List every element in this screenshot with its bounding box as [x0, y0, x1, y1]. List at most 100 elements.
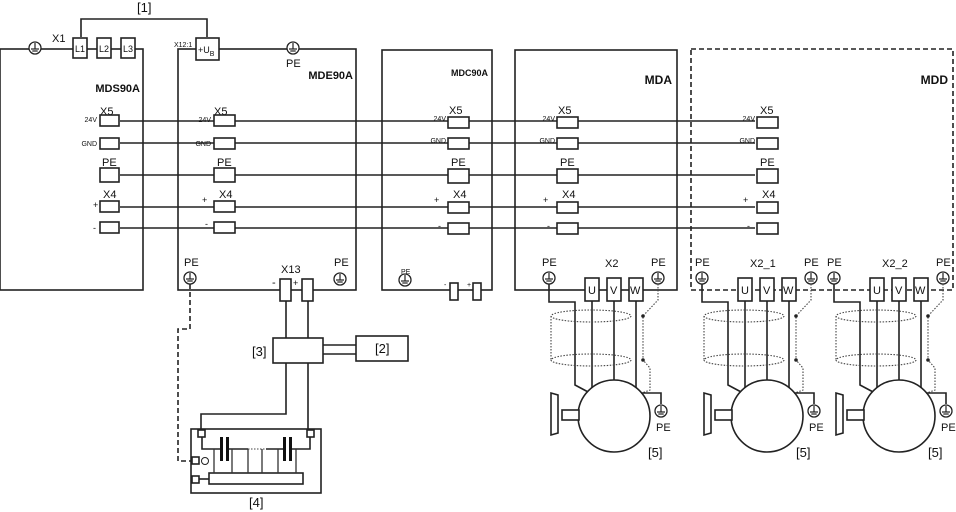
ground-icon	[827, 271, 841, 285]
pe-label: PE	[560, 157, 575, 169]
pe-dashed-wire	[177, 284, 192, 462]
terminal-column-mdc90a: X5 24V GND PE X4 + -	[430, 105, 470, 235]
capacitor-plate	[289, 437, 292, 461]
module-mde90a	[177, 48, 357, 291]
terminal-dc-minus	[213, 221, 236, 234]
terminal-dc-plus	[556, 201, 579, 214]
pe-label: PE	[809, 422, 824, 434]
pe-label: PE	[941, 422, 956, 434]
module-mdd	[690, 48, 954, 291]
terminal-w-label: W	[630, 285, 641, 297]
pe-label: PE	[286, 58, 301, 70]
minus-label: -	[547, 221, 550, 231]
terminal-gnd	[556, 137, 579, 150]
minus-label: -	[444, 282, 447, 289]
terminal-dc-plus	[447, 201, 470, 214]
plus-label: +	[434, 195, 439, 205]
motor-shaft	[846, 409, 865, 421]
terminal-l1	[72, 37, 88, 59]
x4-label: X4	[453, 189, 466, 201]
terminal-v-label: V	[763, 285, 771, 297]
motor-pe-wire	[701, 284, 744, 394]
terminal-dc-plus	[99, 200, 120, 213]
minus-label: -	[272, 277, 276, 289]
terminal-x13-minus	[279, 278, 292, 302]
x4-label: X4	[762, 189, 775, 201]
component-2	[355, 335, 409, 362]
terminal-gnd	[447, 137, 470, 150]
terminal-v-label: V	[610, 285, 618, 297]
capacitor-plate	[283, 437, 286, 461]
terminal-pe	[556, 168, 579, 184]
plus-label: +	[202, 195, 207, 205]
plus-label: +	[743, 195, 748, 205]
pe-label: PE	[542, 257, 557, 269]
terminal-ub-label: +UB	[198, 45, 215, 58]
pe-label: PE	[804, 257, 819, 269]
motor-pe-wire	[926, 392, 947, 404]
ground-icon	[807, 404, 821, 418]
module-label-mda: MDA	[645, 73, 673, 87]
ground-icon	[939, 404, 953, 418]
gnd-label: GND	[430, 138, 446, 145]
motor-flange	[835, 391, 844, 437]
minus-label: -	[747, 221, 750, 231]
plus-label: +	[543, 195, 548, 205]
junction-dot	[641, 314, 645, 318]
x4-label: X4	[103, 189, 116, 201]
terminal-dc-plus	[756, 201, 779, 214]
terminal-l1-label: L1	[75, 44, 85, 54]
terminal-mdc-minus	[449, 282, 459, 301]
terminal-gnd	[99, 137, 120, 150]
motor-flange	[550, 391, 559, 437]
ground-icon	[542, 271, 556, 285]
x2-label: X2	[605, 258, 618, 270]
motor-shaft	[714, 409, 733, 421]
pe-label: PE	[760, 157, 775, 169]
bridge-1-wire	[80, 18, 208, 37]
terminal-24v	[556, 116, 579, 129]
motor-pe-wire	[641, 392, 662, 404]
pe-label: PE	[217, 157, 232, 169]
cable-shield	[703, 353, 785, 367]
terminal-gnd	[756, 137, 779, 150]
pe-label: PE	[695, 257, 710, 269]
x5-label: X5	[558, 105, 571, 117]
terminal-l3	[120, 37, 136, 59]
terminal-24v	[756, 116, 779, 129]
pe-label: PE	[184, 257, 199, 269]
module-mda	[514, 49, 678, 291]
terminal-dc-minus	[756, 222, 779, 235]
capacitor-plate	[220, 437, 223, 461]
motor-flange	[703, 391, 712, 437]
ground-icon	[333, 272, 347, 286]
terminal-x13-plus	[301, 278, 314, 302]
callout-1: [1]	[137, 0, 151, 15]
24v-label: 24V	[85, 117, 98, 124]
motor-output-x2: PE PE X2 U V W PE [5]	[542, 257, 671, 460]
capacitor-plate	[226, 437, 229, 461]
junction-dot	[926, 314, 930, 318]
pe-label: PE	[827, 257, 842, 269]
terminal-l2-label: L2	[99, 44, 109, 54]
cable-shield	[550, 353, 632, 367]
cable-shield	[835, 353, 917, 367]
gnd-label: GND	[539, 138, 555, 145]
wire	[200, 363, 287, 430]
terminal-mdc-plus	[472, 282, 482, 301]
24v-label: 24V	[434, 116, 447, 123]
callout-4: [4]	[249, 495, 263, 510]
ground-icon	[695, 271, 709, 285]
terminal-l3-label: L3	[123, 44, 133, 54]
callout-3: [3]	[252, 344, 266, 359]
terminal-w-label: W	[915, 285, 926, 297]
terminal-v-label: V	[895, 285, 903, 297]
x2-1-label: X2_1	[750, 258, 776, 270]
capacitor-leads	[213, 449, 297, 473]
terminal-pe	[447, 168, 470, 184]
motor-icon	[577, 379, 651, 453]
24v-label: 24V	[199, 117, 212, 124]
minus-label: -	[438, 221, 441, 231]
pe-label: PE	[656, 422, 671, 434]
motor-pe-wire	[794, 392, 815, 404]
